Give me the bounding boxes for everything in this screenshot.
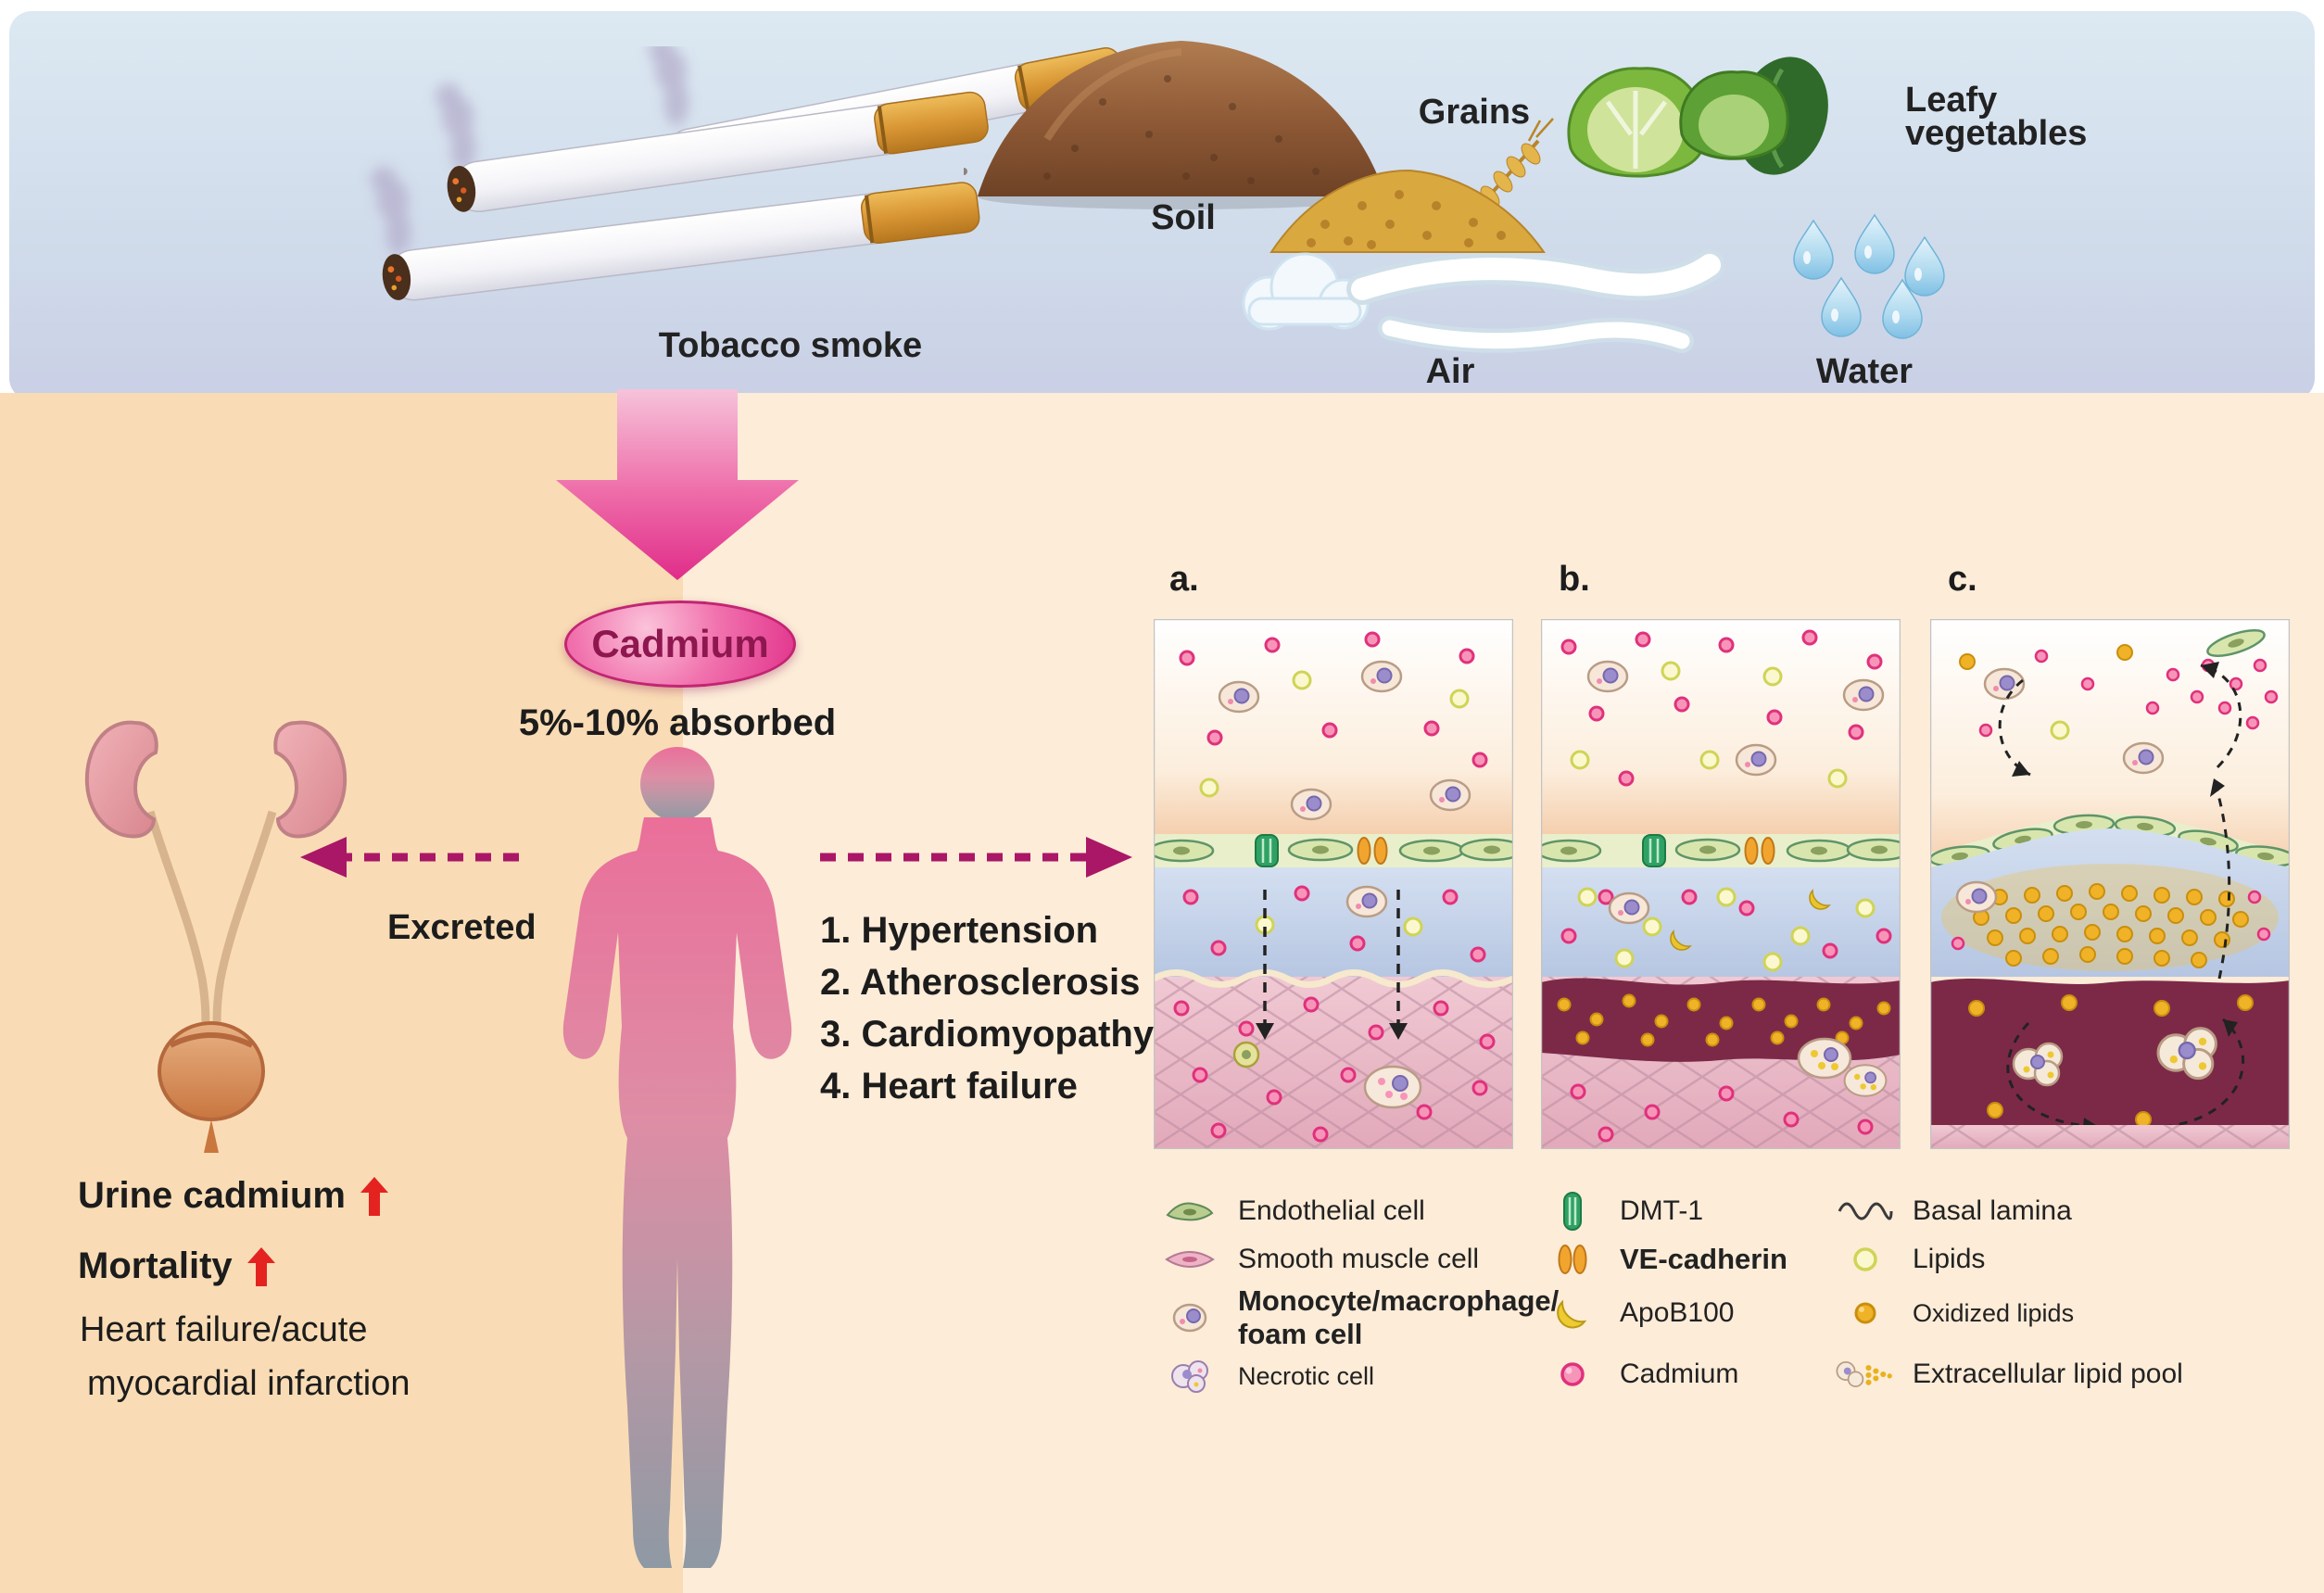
grains-label: Grains [1418, 93, 1531, 132]
panel-b-label: b. [1559, 560, 1590, 599]
mortality-row: Mortality [78, 1245, 275, 1287]
legend-monocyte-foam-cell: Monocyte/macrophage/ foam cell [1158, 1284, 1559, 1351]
legend-endothelial-cell: Endothelial cell [1158, 1186, 1425, 1236]
panel-c-label: c. [1948, 560, 1977, 599]
tobacco-smoke-label: Tobacco smoke [658, 326, 923, 365]
air-label: Air [1425, 352, 1475, 391]
legend-smooth-muscle-cell: Smooth muscle cell [1158, 1234, 1479, 1284]
cadmium-icon [1540, 1350, 1605, 1398]
air-illustration [1242, 249, 1724, 353]
legend-ve-cadherin: VE-cadherin [1540, 1234, 1787, 1284]
monocyte-icon [1158, 1294, 1223, 1342]
up-arrow-icon [360, 1176, 388, 1216]
effect-item: 1. Hypertension [820, 910, 1099, 951]
water-label: Water [1815, 352, 1914, 391]
exposure-sources-band: Tobacco smoke Soil Grains [9, 11, 2315, 400]
smooth-muscle-cell-icon [1158, 1235, 1223, 1283]
urinary-system-illustration [84, 720, 347, 1153]
panel-a-label: a. [1169, 560, 1199, 599]
cadmium-down-arrow [556, 389, 799, 580]
soil-illustration [964, 41, 1385, 209]
ve-cadherin-junction [1357, 837, 1388, 865]
ve-cadherin-icon [1540, 1235, 1605, 1283]
smoke-plume [436, 83, 475, 172]
basal-lamina-icon [1833, 1187, 1898, 1235]
legend-cadmium: Cadmium [1540, 1349, 1738, 1399]
legend-apob100: ApoB100 [1540, 1288, 1734, 1338]
dmt1-channel [1642, 834, 1666, 867]
legend-oxidized-lipids: Oxidized lipids [1833, 1288, 2074, 1338]
cadmium-label: Cadmium [591, 622, 769, 665]
absorbed-label: 5%-10% absorbed [518, 702, 837, 743]
lipids-icon [1833, 1235, 1898, 1283]
grains-illustration [1269, 118, 1554, 253]
dmt1-channel [1255, 834, 1279, 867]
panel-b-illustration [1541, 619, 1901, 1149]
heart-failure-label-line2: myocardial infarction [87, 1364, 410, 1403]
cigarette [447, 91, 989, 212]
extracellular-lipid-pool-icon [1833, 1350, 1898, 1398]
legend-dmt1: DMT-1 [1540, 1186, 1703, 1236]
cigarette [382, 182, 980, 301]
cadmium-badge: Cadmium [564, 601, 796, 688]
human-body-illustration [562, 747, 792, 1568]
leafy-vegetables-label: Leafy vegetables [1905, 81, 2088, 153]
distribution-arrows [300, 837, 1132, 878]
panel-c-illustration [1930, 619, 2290, 1149]
soil-label: Soil [1151, 198, 1216, 237]
excreted-label: Excreted [387, 908, 537, 947]
up-arrow-icon [246, 1246, 275, 1286]
smoke-plume [649, 46, 688, 126]
heart-failure-label-line1: Heart failure/acute [80, 1310, 368, 1349]
effects-list: 1. Hypertension 2. Atherosclerosis 3. Ca… [820, 904, 1154, 1112]
legend-necrotic-cell: Necrotic cell [1158, 1351, 1374, 1401]
oxidized-lipids-icon [1833, 1289, 1898, 1337]
legend-lipids: Lipids [1833, 1234, 1985, 1284]
ve-cadherin-junction [1744, 837, 1775, 865]
water-illustration [1793, 214, 1945, 339]
leafy-vegetables-illustration [1567, 57, 1828, 178]
mortality-label: Mortality [78, 1245, 233, 1286]
legend-extracellular-lipid-pool: Extracellular lipid pool [1833, 1349, 2183, 1399]
effect-item: 4. Heart failure [820, 1066, 1078, 1106]
effect-item: 2. Atherosclerosis [820, 962, 1141, 1003]
legend-basal-lamina: Basal lamina [1833, 1186, 2072, 1236]
effect-item: 3. Cardiomyopathy [820, 1014, 1155, 1055]
urine-cadmium-row: Urine cadmium [78, 1175, 388, 1217]
urine-cadmium-label: Urine cadmium [78, 1175, 346, 1216]
panel-a-illustration [1154, 619, 1513, 1149]
necrotic-cell-icon [1158, 1352, 1223, 1400]
endothelial-cell-icon [1158, 1187, 1223, 1235]
apob100-icon [1540, 1289, 1605, 1337]
smoke-plume [371, 167, 410, 256]
dmt1-icon [1540, 1187, 1605, 1235]
